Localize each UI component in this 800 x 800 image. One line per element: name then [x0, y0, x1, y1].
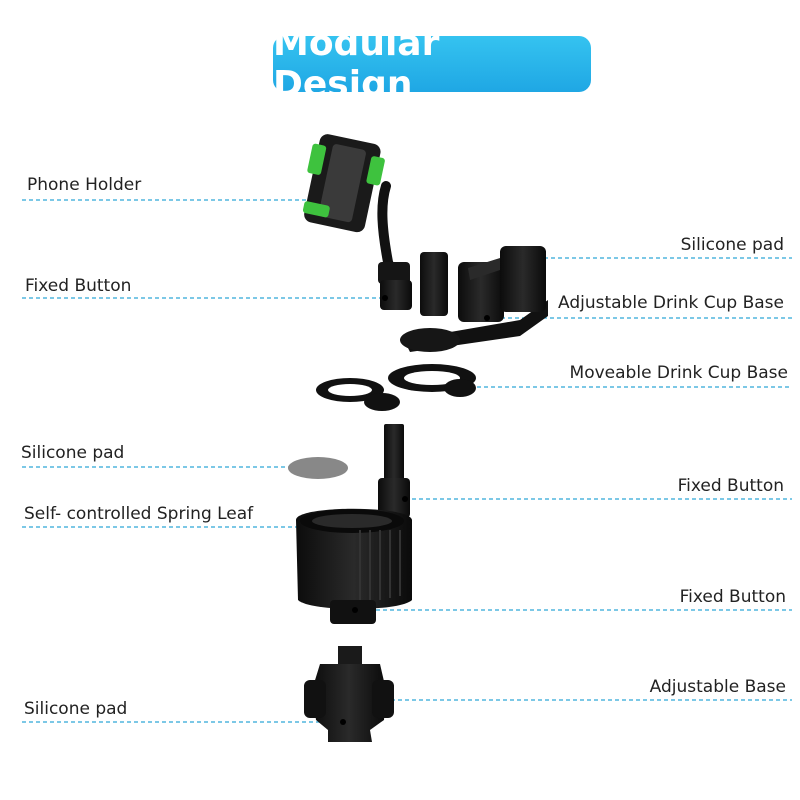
moveable-cup-base-illustration	[316, 364, 476, 411]
silicone-pad-disc-illustration	[288, 457, 348, 479]
label-adjustable-drink-cup-base: Adjustable Drink Cup Base	[558, 293, 784, 313]
arm-illustration	[377, 181, 412, 310]
adjustable-cup-base-illustration	[400, 246, 548, 352]
label-silicone-pad-bottom: Silicone pad	[24, 699, 128, 719]
label-moveable-drink-cup-base: Moveable Drink Cup Base	[569, 363, 788, 383]
page-title: Modular Design	[273, 23, 440, 105]
cup-body-illustration	[296, 424, 412, 624]
label-silicone-pad-middle: Silicone pad	[21, 443, 125, 463]
label-spring-leaf: Self- controlled Spring Leaf	[24, 504, 254, 524]
label-fixed-button-top: Fixed Button	[25, 276, 132, 296]
label-adjustable-base: Adjustable Base	[649, 677, 786, 697]
label-fixed-button-middle: Fixed Button	[677, 476, 784, 496]
label-fixed-button-bottom: Fixed Button	[679, 587, 786, 607]
adjustable-base-illustration	[304, 646, 394, 742]
phone-holder-illustration	[302, 134, 385, 233]
label-silicone-pad-top: Silicone pad	[680, 235, 784, 255]
leader-lines	[22, 199, 792, 723]
label-phone-holder: Phone Holder	[27, 175, 142, 195]
title-banner: Modular Design	[273, 23, 591, 105]
